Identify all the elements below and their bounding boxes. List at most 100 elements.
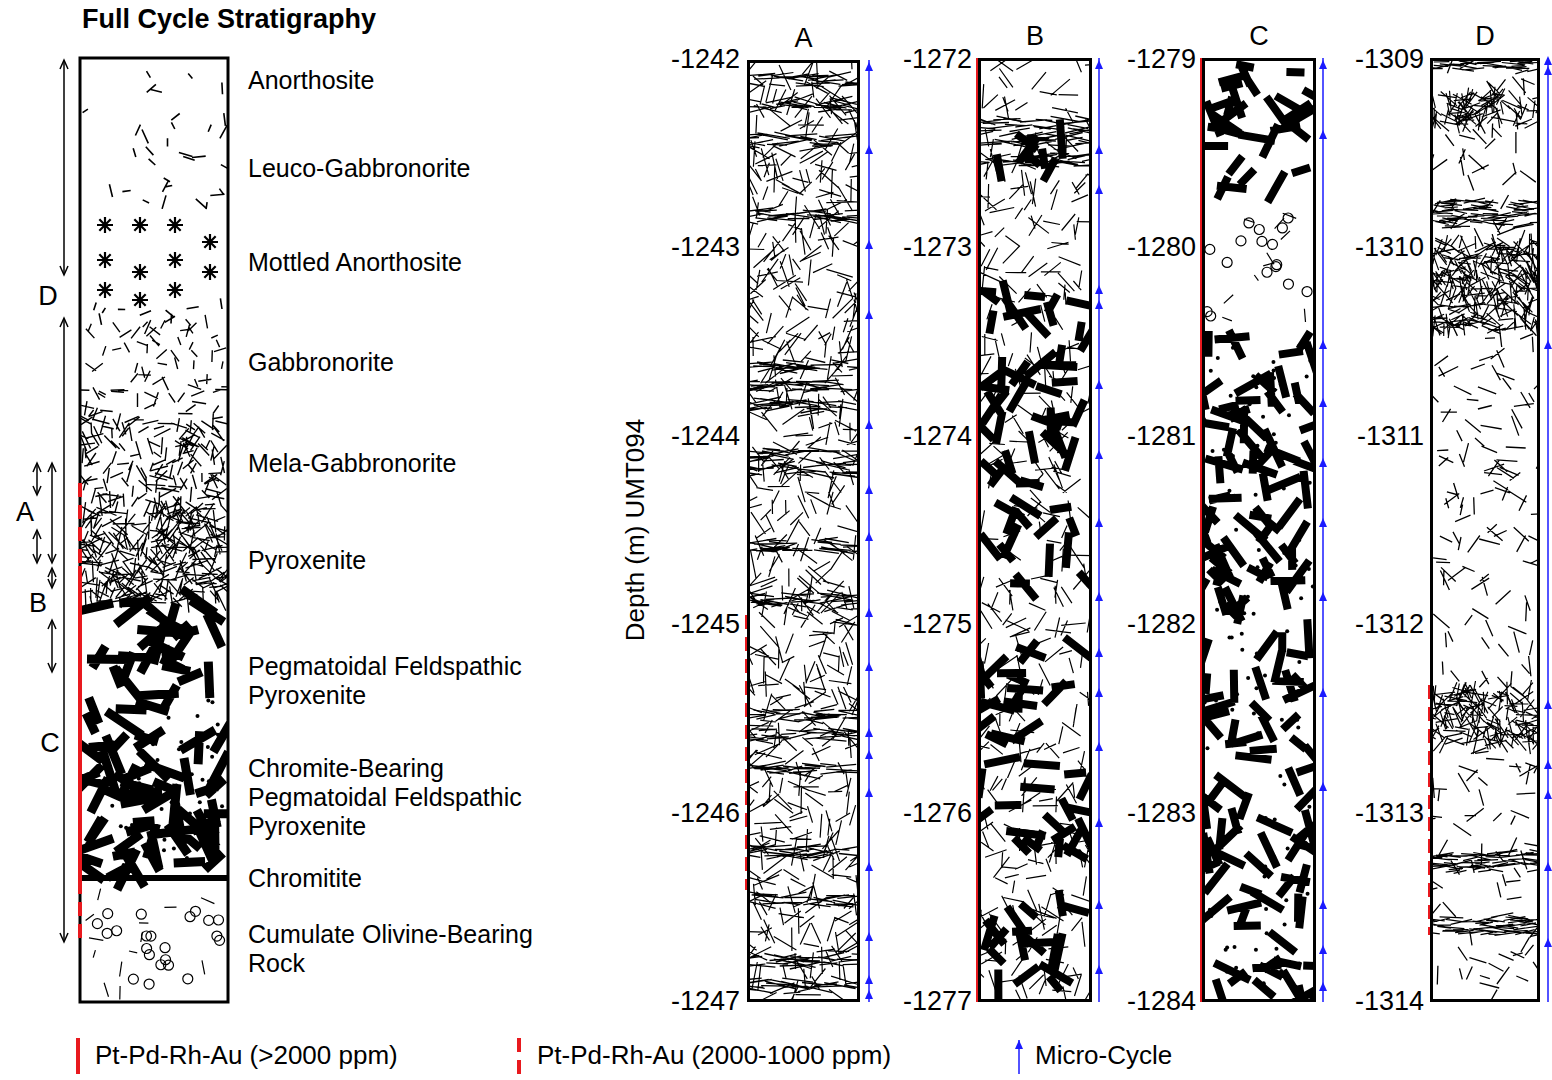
chromite-dot [1256,565,1260,569]
chromite-dot [220,804,224,808]
chromite-dot [1276,633,1280,637]
rock-type-label: Mottled Anorthosite [248,248,578,277]
core-column: C [1202,58,1316,1002]
depth-axis-title: Depth (m) UMT094 [621,419,651,642]
crystal-strokes [978,757,1092,859]
rock-type-label: Mela-Gabbronorite [248,449,578,478]
depth-tick-label: -1312 [1355,610,1424,641]
chromite-dot [1251,374,1255,378]
chromite-dot [1209,914,1213,918]
chromite-dot [1234,528,1238,532]
micro-cycle-arrowhead [1095,285,1103,294]
micro-cycle-line [868,60,870,1002]
crystal-strokes [747,539,860,554]
micro-cycle-arrowhead [865,728,873,737]
mottle-asterisk [132,292,148,308]
chromite-dot [1246,523,1250,527]
bracket-arrowheads [33,530,41,563]
chromite-dot [93,712,97,716]
chromite-dot [101,760,105,764]
chromite-dot [135,788,139,792]
chromite-dot [1277,579,1281,583]
crystal-strokes [747,461,860,478]
chromite-dot [1264,907,1268,911]
chromite-dot [1272,432,1276,436]
chromite-dot [176,811,180,815]
depth-tick-label: -1273 [903,233,972,264]
rock-texture [1202,63,1316,1002]
chromite-dot [1274,947,1278,951]
olivine-circle [1257,236,1267,246]
micro-cycle-arrowhead [1095,965,1103,974]
chromite-dot [206,745,210,749]
chromite-dot [1223,547,1227,551]
chromite-dot [1279,383,1283,387]
chromite-dot [155,829,159,833]
interval-bracket [51,570,53,586]
interval-bracket [36,465,38,493]
olivine-circle [1205,244,1215,254]
chromite-dot [1233,736,1237,740]
depth-tick-label: -1309 [1355,44,1424,75]
depth-tick-label: -1283 [1127,798,1196,829]
olivine-circle [146,931,156,941]
chromite-dot [1278,774,1282,778]
crystal-strokes [747,397,860,413]
micro-cycle-arrowhead [865,420,873,429]
micro-cycle-arrowhead [1319,900,1327,909]
mottle-asterisk [167,217,183,233]
chromite-dot [185,856,189,860]
chromite-dot [137,777,141,781]
olivine-circle [213,915,223,925]
chromite-dot [210,700,214,704]
crystal-strokes [1202,330,1316,1002]
chromite-dot [174,784,178,788]
chromite-dot [162,838,166,842]
olivine-circle [144,979,154,989]
chromite-dot [1227,489,1231,493]
chromite-dot [119,719,123,723]
crystal-strokes [747,978,860,993]
chromite-dot [167,716,171,720]
chromite-dot [85,842,89,846]
core-column: D [1430,58,1540,1002]
chromite-dot [1205,795,1209,799]
crystal-strokes [1430,87,1540,134]
chromite-dot [124,826,128,830]
depth-tick-label: -1243 [671,233,740,264]
micro-cycle-arrowhead [1544,56,1552,65]
depth-tick-label: -1246 [671,798,740,829]
chromite-dot [1272,376,1276,380]
crystal-strokes [109,125,227,210]
chromite-dot [1307,567,1311,571]
chromite-dot [1285,629,1289,633]
chromite-dot [1254,686,1258,690]
micro-cycle-arrowhead [1319,340,1327,349]
chromite-dot [1297,961,1301,965]
mottle-asterisk [202,264,218,280]
chromite-dot [1246,595,1250,599]
micro-cycle-arrowhead [865,932,873,941]
micro-cycle-arrowhead [865,750,873,759]
olivine-circle [1283,279,1293,289]
rock-type-label: Anorthosite [248,66,578,95]
chromite-dot [202,825,206,829]
micro-cycle-arrowhead [1095,742,1103,751]
depth-tick-label: -1274 [903,421,972,452]
chromite-dot [1265,931,1269,935]
chromite-dot [1286,846,1290,850]
olivine-circle [1254,224,1264,234]
crystal-strokes [1430,680,1540,754]
chromite-dot [1238,605,1242,609]
olivine-circle [1206,311,1216,321]
olivine-circle [1267,239,1277,249]
chromite-dot [221,813,225,817]
crystal-strokes [747,96,860,113]
interval-bracket [51,465,53,561]
chromite-dot [1267,487,1271,491]
rock-type-label: Pyroxenite [248,546,578,575]
chromite-dot [1254,948,1258,952]
crystal-strokes [747,132,860,148]
chromite-dot [177,747,181,751]
